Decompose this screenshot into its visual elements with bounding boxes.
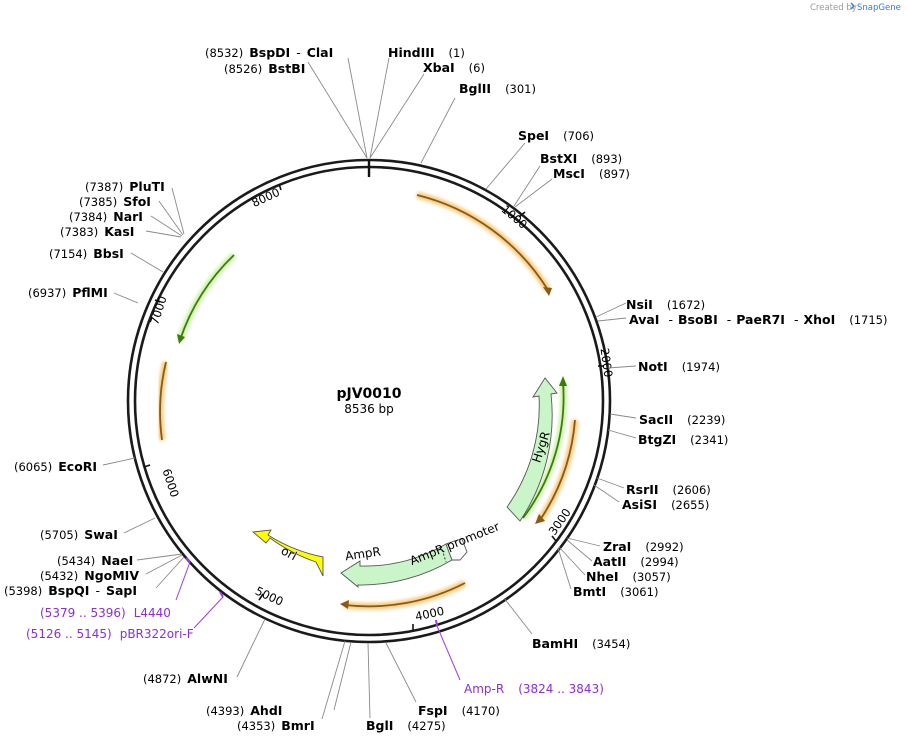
- orf-6-arc[interactable]: [179, 254, 235, 341]
- brand-created-by: Created by: [810, 3, 857, 13]
- site-naei[interactable]: (5434)NaeI: [57, 553, 133, 568]
- site-bglii[interactable]: BglII(301): [459, 81, 536, 96]
- tick-5000: 5000: [253, 584, 285, 609]
- tick-2000: 2000: [598, 347, 616, 378]
- site-zrai[interactable]: ZraI(2992): [603, 539, 684, 554]
- site-bbsi[interactable]: (7154)BbsI: [49, 246, 124, 261]
- site-bmti[interactable]: BmtI(3061): [573, 584, 658, 599]
- orf-2-arrowhead: [535, 514, 545, 524]
- orf-1-arc[interactable]: [416, 194, 549, 291]
- ampr-promoter-arrow: [445, 538, 468, 561]
- site-alwni[interactable]: (4872)AlwNI: [143, 671, 228, 686]
- svg-text:2000: 2000: [598, 347, 616, 378]
- site-sfoi[interactable]: (7385)SfoI: [79, 194, 151, 209]
- ampr-promoter-divider: [440, 545, 447, 563]
- site-bgli[interactable]: BglI(4275): [366, 718, 446, 733]
- site-labels: (8532)BspDI-ClaI (8526)BstBI HindIII(1) …: [4, 45, 888, 733]
- orf-6-glow: [176, 252, 237, 342]
- site-asisi[interactable]: AsiSI(2655): [622, 497, 709, 512]
- primer-amp-r[interactable]: Amp-R(3824 .. 3843): [464, 682, 604, 696]
- site-ngomiv[interactable]: (5432)NgoMIV: [40, 568, 139, 583]
- site-nhei[interactable]: NheI(3057): [586, 569, 671, 584]
- svg-text:5000: 5000: [253, 584, 285, 609]
- site-spei[interactable]: SpeI(706): [518, 128, 594, 143]
- ampr-promoter-label: AmpR promoter: [408, 519, 502, 568]
- site-bspqi-sapi[interactable]: (5398)BspQI-SapI: [4, 583, 137, 598]
- tick-4000: 4000: [412, 604, 446, 630]
- site-btgzi[interactable]: BtgZI(2341): [638, 432, 728, 447]
- site-kasi[interactable]: (7383)KasI: [60, 224, 134, 239]
- plasmid-title: pJV0010 8536 bp: [336, 386, 401, 416]
- leader-lines: [102, 57, 637, 720]
- features: HygR AmpR AmpR promoter ori: [251, 377, 558, 588]
- feature-ori[interactable]: ori: [251, 529, 324, 577]
- svg-text:6000: 6000: [159, 467, 181, 499]
- site-nari[interactable]: (7384)NarI: [69, 209, 143, 224]
- orf-3-arc[interactable]: [344, 582, 466, 608]
- site-fspi[interactable]: FspI(4170): [418, 703, 500, 718]
- orf-4-arc[interactable]: [159, 361, 167, 441]
- primer-l4440[interactable]: (5379 .. 5396)L4440: [40, 606, 171, 620]
- site-bamhi[interactable]: BamHI(3454): [532, 636, 630, 651]
- ori-arrow: [251, 529, 324, 577]
- site-aatii[interactable]: AatII(2994): [593, 554, 679, 569]
- feature-ampr-promoter[interactable]: AmpR promoter: [408, 519, 502, 568]
- feature-ampr[interactable]: AmpR: [340, 543, 453, 588]
- ampr-arrow: [340, 543, 453, 588]
- site-pluti[interactable]: (7387)PluTI: [85, 179, 165, 194]
- snapgene-brand: Created by SnapGene: [810, 2, 901, 13]
- svg-text:4000: 4000: [414, 604, 446, 624]
- site-msci[interactable]: MscI(897): [553, 166, 630, 181]
- orf-1-glow: [416, 191, 551, 292]
- site-rsrii[interactable]: RsrII(2606): [626, 482, 711, 497]
- orf-3-arrowhead: [340, 600, 349, 609]
- site-noti[interactable]: NotI(1974): [638, 359, 720, 374]
- orf-1-arrowhead: [543, 287, 552, 296]
- ori-label: ori: [279, 544, 299, 564]
- site-bmri[interactable]: (4353)BmrI: [237, 718, 315, 733]
- orf-5-arc[interactable]: [522, 381, 565, 519]
- snapgene-logo-icon: [850, 2, 855, 10]
- primer-labels: (5379 .. 5396)L4440 (5126 .. 5145)pBR322…: [26, 606, 604, 696]
- site-xbai[interactable]: XbaI(6): [423, 60, 485, 75]
- brand-app: SnapGene: [857, 3, 901, 13]
- site-bstxi[interactable]: BstXI(893): [540, 151, 622, 166]
- site-nsii[interactable]: NsiI(1672): [626, 297, 705, 312]
- site-pflmi[interactable]: (6937)PflMI: [28, 285, 108, 300]
- plasmid-name: pJV0010: [336, 386, 401, 402]
- orf-6-arrowhead: [177, 334, 185, 344]
- orf-arcs: [156, 191, 579, 610]
- hygr-arrow: [506, 377, 558, 522]
- plasmid-size: 8536 bp: [344, 402, 394, 416]
- site-sacii[interactable]: SacII(2239): [639, 412, 725, 427]
- primer-marks: [185, 557, 438, 627]
- primer-pbr322ori-f[interactable]: (5126 .. 5145)pBR322ori-F: [26, 627, 194, 641]
- site-bstbi[interactable]: (8526)BstBI: [224, 61, 305, 76]
- orf-2-arc[interactable]: [539, 419, 576, 521]
- site-avai-group[interactable]: AvaI-BsoBI-PaeR7I-XhoI(1715): [629, 312, 888, 327]
- site-hindiii[interactable]: HindIII(1): [388, 45, 465, 60]
- site-ahdi[interactable]: (4393)AhdI: [206, 703, 282, 718]
- site-ecori[interactable]: (6065)EcoRI: [14, 459, 97, 474]
- ampr-label: AmpR: [344, 544, 381, 563]
- site-swai[interactable]: (5705)SwaI: [40, 527, 118, 542]
- site-bspdi-claI[interactable]: (8532)BspDI-ClaI: [205, 45, 333, 60]
- orf-5-arrowhead: [559, 376, 567, 386]
- backbone: [126, 158, 612, 644]
